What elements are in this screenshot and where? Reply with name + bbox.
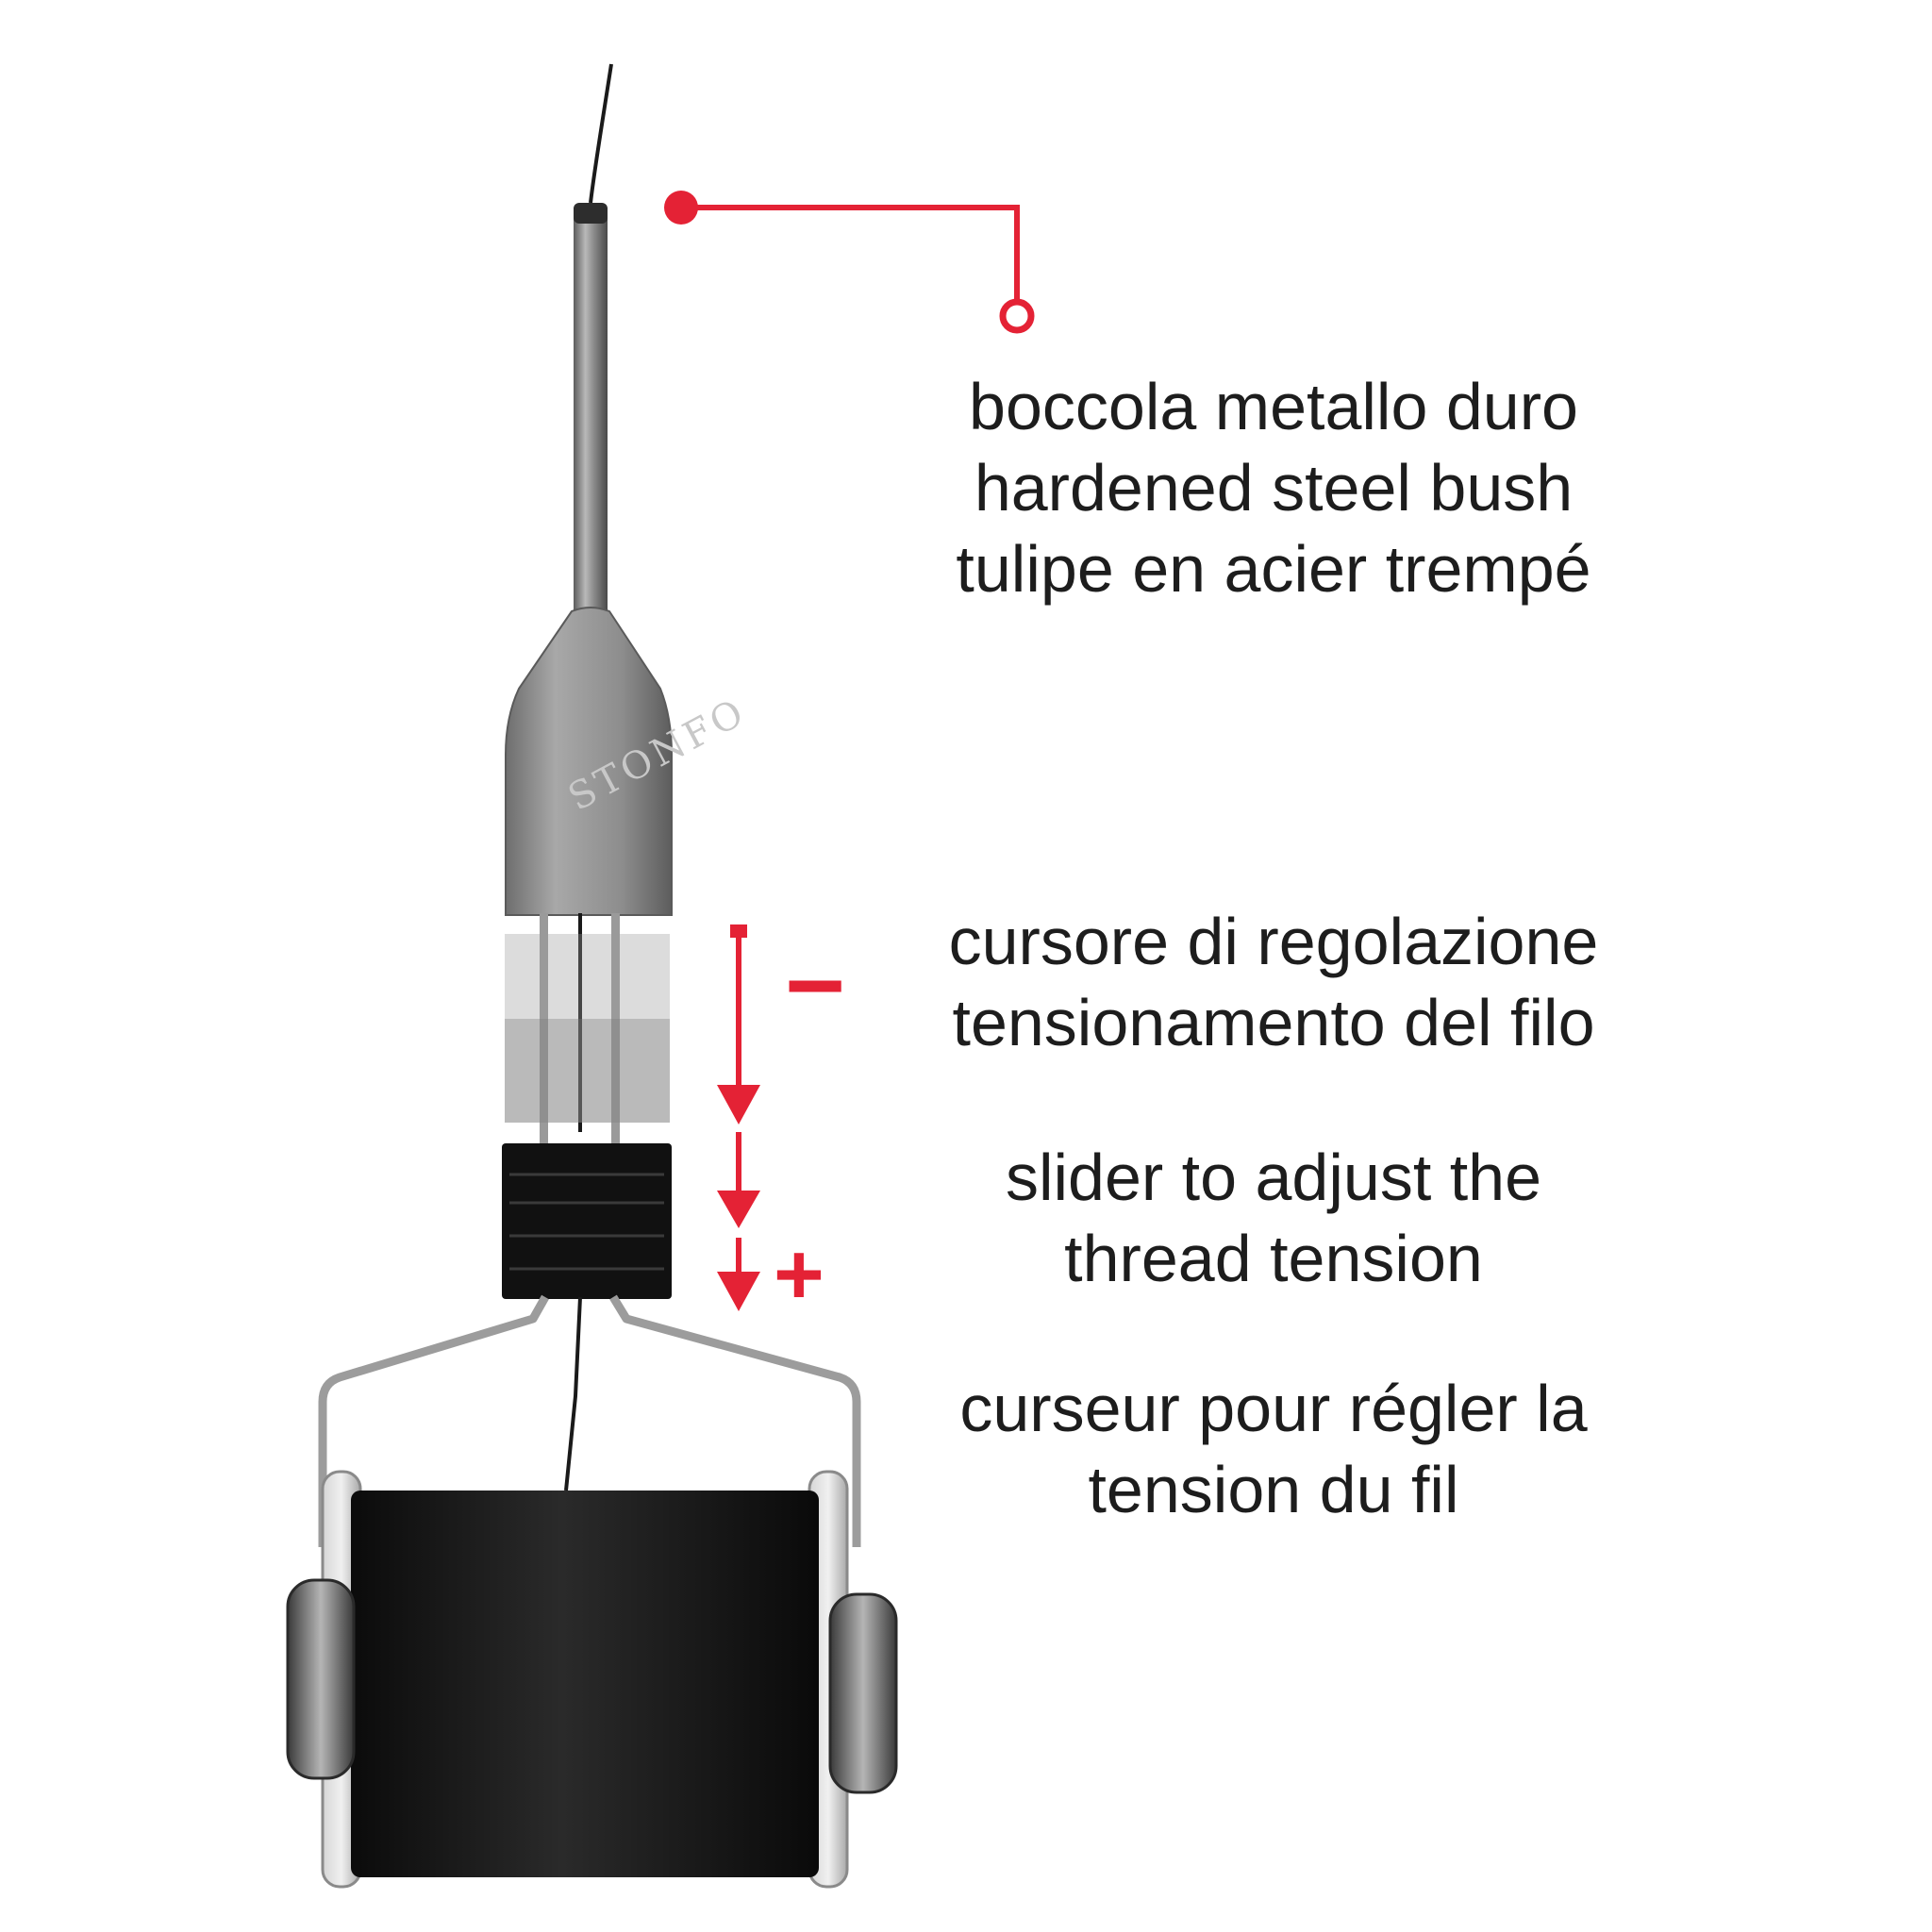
bush-caption-fr: tulipe en acier trempé xyxy=(956,532,1591,606)
bush-callout-leader xyxy=(664,191,1035,334)
spool-cap-right xyxy=(828,1592,898,1794)
slider-caption-en-line-1: slider to adjust the xyxy=(1005,1141,1542,1214)
slider-caption-fr-line-1: curseur pour régler la xyxy=(959,1372,1588,1445)
thread-bottom xyxy=(564,1296,582,1491)
wire-arm-left xyxy=(318,1294,549,1547)
bush-caption-en: hardened steel bush xyxy=(974,451,1574,525)
steel-tube xyxy=(574,203,608,618)
tension-arrows xyxy=(717,924,760,1311)
slider-caption-fr: curseur pour régler la tension du fil xyxy=(887,1368,1660,1530)
holder-head xyxy=(505,607,673,916)
slider-caption-en-line-2: thread tension xyxy=(1064,1222,1483,1295)
tension-slider xyxy=(502,1143,672,1299)
slider-caption-it-line-1: cursore di regolazione xyxy=(948,905,1599,978)
tension-decrease-sign: − xyxy=(785,927,846,1043)
rod-right xyxy=(611,913,620,1149)
slider-caption-en: slider to adjust the thread tension xyxy=(887,1137,1660,1299)
rod-left xyxy=(540,913,548,1149)
wire-arm-right xyxy=(609,1294,861,1547)
spool-cap-left xyxy=(286,1578,356,1780)
slider-ghost xyxy=(505,934,670,1123)
thread-top xyxy=(589,63,613,204)
bush-caption-it: boccola metallo duro xyxy=(969,370,1578,443)
tension-increase-sign: + xyxy=(774,1226,824,1323)
bush-caption: boccola metallo duro hardened steel bush… xyxy=(887,366,1660,609)
slider-caption-it-line-2: tensionamento del filo xyxy=(952,986,1595,1059)
slider-caption-it: cursore di regolazione tensionamento del… xyxy=(887,901,1660,1063)
hardened-steel-bush xyxy=(574,203,608,224)
thread-spool xyxy=(351,1491,819,1877)
slider-ghost-lower xyxy=(505,1019,670,1123)
slider-grooves xyxy=(509,1173,664,1271)
slider-caption-fr-line-2: tension du fil xyxy=(1088,1453,1459,1526)
